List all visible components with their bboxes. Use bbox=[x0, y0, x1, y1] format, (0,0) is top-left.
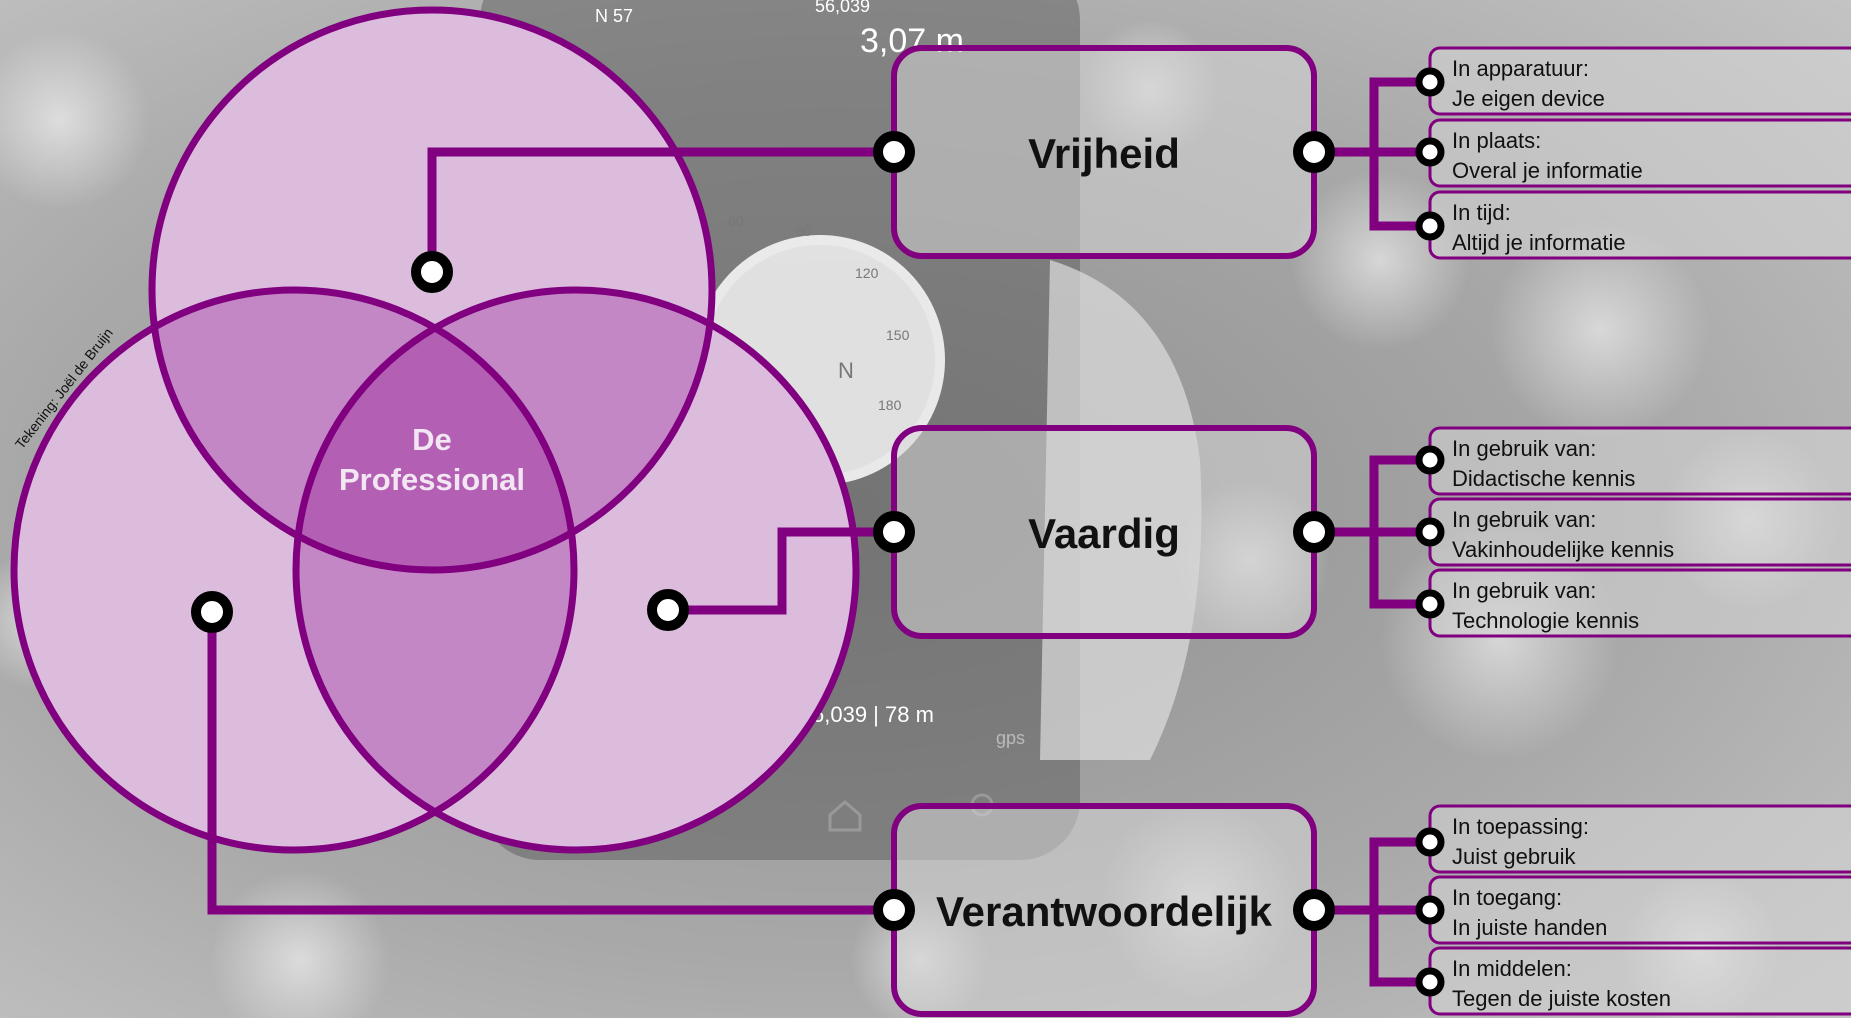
dial-tick: 90 bbox=[796, 223, 812, 239]
sub-item-heading: In gebruik van: bbox=[1452, 578, 1596, 603]
circle-top-outline bbox=[148, 6, 716, 574]
center-label-line2: Professional bbox=[339, 462, 525, 497]
sub-item-heading: In gebruik van: bbox=[1452, 507, 1596, 532]
dial-tick: 150 bbox=[886, 327, 910, 343]
connector-verantwoordelijk bbox=[207, 612, 894, 915]
sub-item-detail: Altijd je informatie bbox=[1452, 230, 1626, 255]
connector-dot bbox=[1415, 445, 1445, 475]
connector-dot bbox=[873, 131, 915, 173]
connector-dot bbox=[1415, 67, 1445, 97]
connector-dot bbox=[647, 589, 689, 631]
connector-dots bbox=[191, 67, 1445, 997]
connector-dot bbox=[873, 889, 915, 931]
connector-dot bbox=[1415, 137, 1445, 167]
sub-item-detail: Overal je informatie bbox=[1452, 158, 1643, 183]
sub-item-detail: Juist gebruik bbox=[1452, 844, 1577, 869]
sub-item-heading: In gebruik van: bbox=[1452, 436, 1596, 461]
circle-right-outline bbox=[292, 286, 860, 854]
dial-letter: N bbox=[838, 358, 854, 383]
sub-item-detail: Vakinhoudelijke kennis bbox=[1452, 537, 1674, 562]
dial-tick: 180 bbox=[878, 397, 902, 413]
connector-dot bbox=[1415, 517, 1445, 547]
connector-dot bbox=[411, 251, 453, 293]
connector-vaardig bbox=[668, 527, 894, 615]
dial-tick: 60 bbox=[728, 213, 744, 229]
connector-dot bbox=[1293, 511, 1335, 553]
sub-item-texts: In apparatuur: Je eigen device In plaats… bbox=[1452, 56, 1674, 1011]
bg-coordinate-right: 56,039 bbox=[815, 0, 870, 16]
sub-item-heading: In toepassing: bbox=[1452, 814, 1589, 839]
bg-coordinate-left: N 57 bbox=[595, 6, 633, 26]
pillar-title-verantwoordelijk: Verantwoordelijk bbox=[936, 888, 1273, 935]
center-label-line1: De bbox=[412, 422, 452, 457]
connector-dot bbox=[1293, 889, 1335, 931]
pillar-title-vaardig: Vaardig bbox=[1028, 510, 1180, 557]
sub-item-heading: In plaats: bbox=[1452, 128, 1541, 153]
sub-item-heading: In toegang: bbox=[1452, 885, 1562, 910]
connector-dot bbox=[1293, 131, 1335, 173]
sub-item-heading: In apparatuur: bbox=[1452, 56, 1589, 81]
connector-dot bbox=[1415, 827, 1445, 857]
circle-left-outline bbox=[10, 286, 578, 854]
connector-vrijheid bbox=[427, 147, 894, 272]
sub-item-detail: Je eigen device bbox=[1452, 86, 1605, 111]
connector-dot bbox=[1415, 967, 1445, 997]
bg-gps: gps bbox=[996, 728, 1025, 748]
sub-item-detail: Technologie kennis bbox=[1452, 608, 1639, 633]
connector-dot bbox=[191, 591, 233, 633]
sub-item-detail: Didactische kennis bbox=[1452, 466, 1635, 491]
sub-item-heading: In middelen: bbox=[1452, 956, 1572, 981]
connector-dot bbox=[1415, 589, 1445, 619]
pillar-title-vrijheid: Vrijheid bbox=[1028, 130, 1180, 177]
dial-tick: 120 bbox=[855, 265, 879, 281]
connector-dot bbox=[1415, 211, 1445, 241]
overlap-center bbox=[296, 290, 574, 570]
sub-item-detail: Tegen de juiste kosten bbox=[1452, 986, 1671, 1011]
connector-dot bbox=[1415, 895, 1445, 925]
bg-readout: 6,039 | 78 m bbox=[812, 702, 934, 727]
circle-connectors bbox=[207, 147, 894, 915]
sub-item-detail: In juiste handen bbox=[1452, 915, 1607, 940]
connector-dot bbox=[873, 511, 915, 553]
sub-item-heading: In tijd: bbox=[1452, 200, 1511, 225]
home-icon bbox=[828, 800, 862, 832]
